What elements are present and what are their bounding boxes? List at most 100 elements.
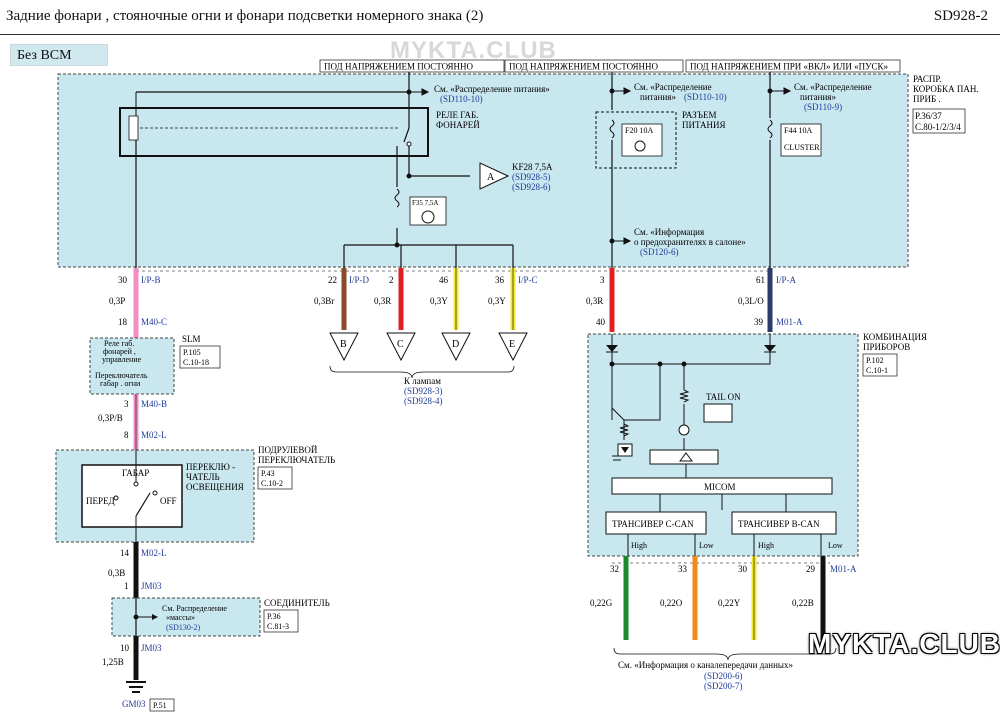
wire-61-conn: I/P-A bbox=[776, 275, 797, 285]
cluster-pin-blue: 39 bbox=[754, 317, 764, 327]
jb-title-2: КОРОБКА ПАН. bbox=[913, 84, 979, 94]
cluster-ref-1: P.102 bbox=[866, 356, 884, 365]
conn-pin-top: 1 bbox=[124, 581, 129, 591]
slm-conn-bottom: M40-B bbox=[141, 399, 167, 409]
cluster-title-1: КОМБИНАЦИЯ bbox=[863, 332, 927, 342]
variant-tag: Без BCM bbox=[10, 44, 108, 66]
wire-30-spec: 0,3P bbox=[109, 296, 125, 306]
conn-spec: 1,25B bbox=[102, 657, 124, 667]
wire-61-pin: 61 bbox=[756, 275, 765, 285]
slm-spec: 0,3P/B bbox=[98, 413, 123, 423]
wire-22-spec: 0,3Br bbox=[314, 296, 334, 306]
can-wire-33-spec: 0,22O bbox=[660, 598, 683, 608]
power-ref-b-text-1: См. «Распределение bbox=[634, 82, 712, 92]
cluster-ref-2: C.10-1 bbox=[866, 366, 888, 375]
b-can-low: Low bbox=[828, 541, 843, 550]
power-ref-d-text-2: о предохранителях в салоне» bbox=[634, 237, 746, 247]
conn-pin-bottom: 10 bbox=[120, 643, 130, 653]
conn-body-1: См. Распределение bbox=[162, 604, 227, 613]
jb-title-3: ПРИБ . bbox=[913, 94, 941, 104]
slm-title: SLM bbox=[182, 334, 201, 344]
wire-2-pin: 2 bbox=[389, 275, 394, 285]
wire-46-spec: 0,3Y bbox=[430, 296, 448, 306]
lamps-ref-2: (SD928-4) bbox=[404, 396, 443, 406]
jb-title-1: РАСПР. bbox=[913, 74, 942, 84]
power-ref-c-code: (SD110-9) bbox=[804, 102, 842, 112]
wire-22-pin: 22 bbox=[328, 275, 337, 285]
slm-ref-2: C.10-18 bbox=[183, 358, 209, 367]
can-ref-text: См. «Информация о каналепередачи данных» bbox=[618, 660, 793, 670]
f20-label: F20 10A bbox=[625, 126, 653, 135]
ground-ref: P.51 bbox=[153, 701, 167, 710]
cluster-pin-red: 40 bbox=[596, 317, 606, 327]
socket-label-2: ПИТАНИЯ bbox=[682, 120, 726, 130]
power-ref-c-text-2: питания» bbox=[800, 92, 836, 102]
slm-module: SLM P.105 C.10-18 Реле габ. фонарей , уп… bbox=[89, 334, 221, 395]
lamp-c: C bbox=[397, 339, 404, 350]
supply-label-2: ПОД НАПРЯЖЕНИЕМ ПОСТОЯННО bbox=[509, 62, 659, 72]
can-wire-30-pin: 30 bbox=[738, 564, 748, 574]
switch-title-1: ПОДРУЛЕВОЙ bbox=[258, 445, 318, 455]
watermark-bottom: MYKTA.CLUB bbox=[808, 628, 1000, 659]
switch-spec: 0,3B bbox=[108, 568, 125, 578]
page-code: SD928-2 bbox=[933, 8, 988, 24]
socket-label-1: РАЗЪЕМ bbox=[682, 110, 717, 120]
switch-conn-out: M02-L bbox=[141, 548, 167, 558]
switch-pos-head: ПЕРЕД bbox=[86, 496, 115, 506]
power-ref-d-code: (SD120-6) bbox=[640, 247, 679, 257]
wire-46-pin: 46 bbox=[439, 275, 449, 285]
c-can-high: High bbox=[631, 541, 647, 550]
junction-box-label: РАСПР. КОРОБКА ПАН. ПРИБ . P.36/37 C.80-… bbox=[912, 74, 979, 134]
kf28-connector: A KF28 7,5A (SD928-5) (SD928-6) bbox=[479, 162, 553, 192]
switch-body-3: ОСВЕЩЕНИЯ bbox=[186, 482, 244, 492]
jb-ref-2: C.80-1/2/3/4 bbox=[915, 122, 961, 132]
tail-lamp-relay bbox=[119, 92, 429, 275]
switch-ref-1: P.43 bbox=[261, 469, 275, 478]
can-wire-30-spec: 0,22Y bbox=[718, 598, 741, 608]
can-wire-32-spec: 0,22G bbox=[590, 598, 613, 608]
supply-labels: ПОД НАПРЯЖЕНИЕМ ПОСТОЯННО ПОД НАПРЯЖЕНИЕ… bbox=[319, 59, 901, 73]
switch-title-2: ПЕРЕКЛЮЧАТЕЛЬ bbox=[258, 455, 335, 465]
instrument-cluster: КОМБИНАЦИЯ ПРИБОРОВ P.102 C.10-1 bbox=[587, 332, 927, 557]
can-wire-29-conn: M01-A bbox=[830, 564, 857, 574]
slm-body-4: Переключатель bbox=[95, 371, 148, 380]
supply-label-1: ПОД НАПРЯЖЕНИЕМ ПОСТОЯННО bbox=[324, 62, 474, 72]
can-wire-33-pin: 33 bbox=[678, 564, 688, 574]
c-can-label: ТРАНСИВЕР C-CAN bbox=[612, 519, 694, 529]
slm-body-2: фонарей , bbox=[103, 347, 136, 356]
slm-pin-m02: 8 bbox=[124, 430, 129, 440]
fuse-f35: F35 7,5A bbox=[394, 188, 447, 226]
slm-ref-1: P.105 bbox=[183, 348, 201, 357]
lamps-label: К лампам bbox=[404, 376, 441, 386]
wire-22-conn: I/P-D bbox=[349, 275, 370, 285]
wire-36-conn: I/P-C bbox=[518, 275, 538, 285]
slm-body-3: управление bbox=[102, 355, 142, 364]
conn-body-2: «массы» bbox=[166, 613, 195, 622]
kf28-ref-2: (SD928-6) bbox=[512, 182, 551, 192]
cluster-title-2: ПРИБОРОВ bbox=[863, 342, 910, 352]
page-header: Задние фонари , стояночные огни и фонари… bbox=[0, 0, 1000, 35]
switch-body-2: ЧАТЕЛЬ bbox=[186, 472, 220, 482]
wire-36-pin: 36 bbox=[495, 275, 505, 285]
fuse-f20: F20 10A РАЗЪЕМ ПИТАНИЯ bbox=[595, 110, 726, 275]
can-wire-29-pin: 29 bbox=[806, 564, 816, 574]
conn-title: СОЕДИНИТЕЛЬ bbox=[264, 598, 330, 608]
b-can-high: High bbox=[758, 541, 774, 550]
lamp-d: D bbox=[452, 339, 459, 350]
power-ref-d-text-1: См. «Информация bbox=[634, 227, 704, 237]
power-ref-a-code: (SD110-10) bbox=[440, 94, 483, 104]
power-ref-c-text-1: См. «Распределение bbox=[794, 82, 872, 92]
kf28-letter: A bbox=[487, 172, 495, 183]
supply-label-3: ПОД НАПРЯЖЕНИЕМ ПРИ «ВКЛ» ИЛИ «ПУСК» bbox=[690, 62, 888, 72]
cluster-fuse-label: CLUSTER bbox=[784, 143, 820, 152]
relay-label-2: ФОНАРЕЙ bbox=[436, 120, 480, 130]
wire-2-spec: 0,3R bbox=[374, 296, 391, 306]
lamp-b: B bbox=[340, 339, 347, 350]
jb-ref-1: P.36/37 bbox=[915, 111, 942, 121]
micom-label: MICOM bbox=[704, 482, 736, 492]
kf28-label: KF28 7,5A bbox=[512, 162, 553, 172]
page-title: Задние фонари , стояночные огни и фонари… bbox=[6, 8, 484, 24]
conn-code-top: JM03 bbox=[141, 581, 162, 591]
f44-label: F44 10A bbox=[784, 126, 812, 135]
